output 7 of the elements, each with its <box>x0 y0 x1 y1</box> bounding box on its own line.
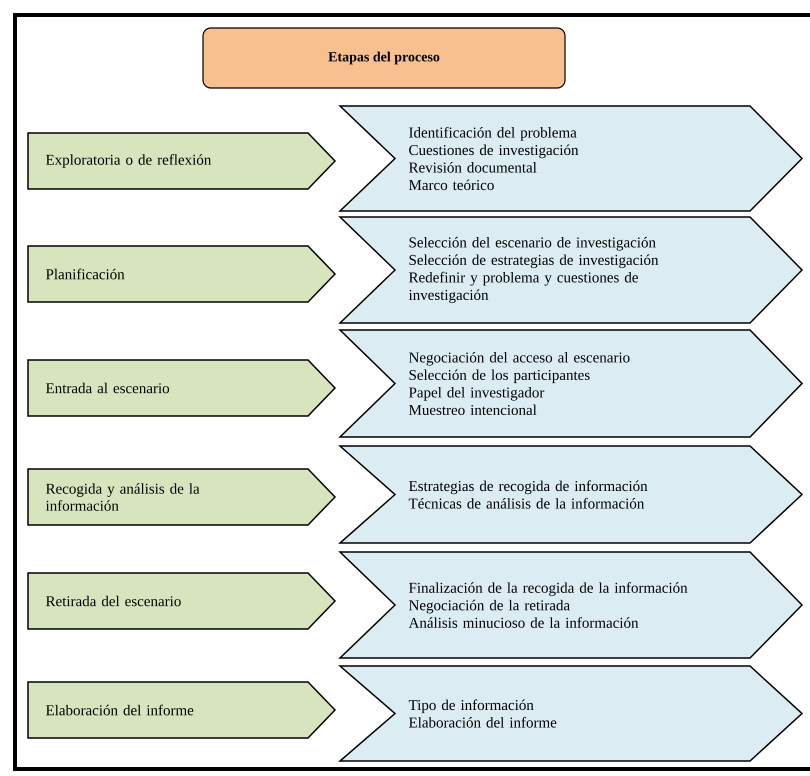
chevron-box: Tipo de información Elaboración del informe <box>338 665 804 762</box>
chevron-box: Negociación del acceso al escenario Selección de los participantes Papel del investigador Muestreo intencional <box>338 329 804 438</box>
chevron-box: Estrategias de recogida de información Técnicas de análisis de la información <box>338 445 804 544</box>
chevron-box: Selección del escenario de investigación Selección de estrategias de investigación Redefinir y problema y cuestiones de investigación <box>338 216 804 324</box>
chevron-box: Identificación del problema Cuestiones de investigación Revisión documental Marco teórico <box>338 105 804 212</box>
title-box: Etapas del proceso <box>202 27 566 89</box>
chevron-box: Finalización de la recogida de la información Negociación de la retirada Análisis minucioso de la información <box>338 551 804 659</box>
